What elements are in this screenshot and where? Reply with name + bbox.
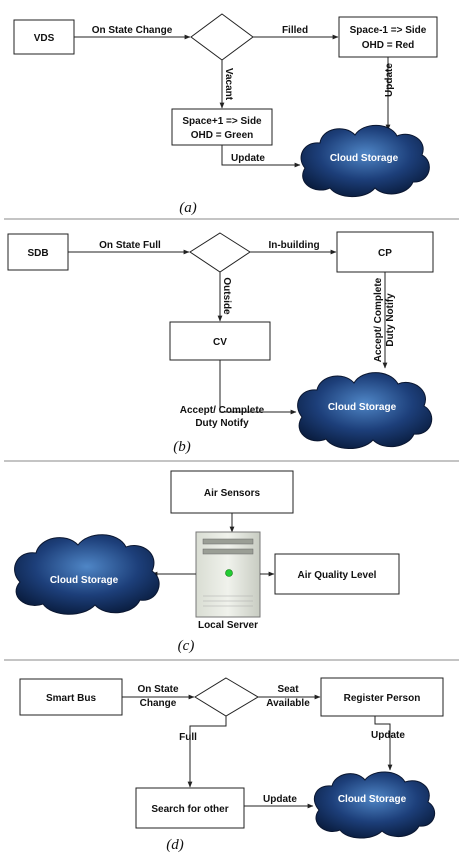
update-bottom-label-d: Update [263,794,297,805]
search-other-box [135,787,245,829]
panel-a: VDS On State Change Filled Space-1 => Si… [13,13,438,216]
panel-b: SDB On State Full In-building CP Outside… [7,231,434,455]
panel-d: Smart Bus On State Change Seat Available… [19,677,444,853]
local-server-icon [195,531,261,618]
on-state-line2: Change [140,698,177,709]
filled-box-line1: Space-1 => Side [350,25,427,36]
filled-label: Filled [282,25,308,36]
cp-box [336,231,434,273]
air-quality-label: Air Quality Level [298,570,377,581]
smart-bus-label: Smart Bus [46,693,96,704]
cloud-storage-c: Cloud Storage [14,534,160,615]
cv-label: CV [213,337,227,348]
cloud-label-a: Cloud Storage [330,153,399,164]
cv-notify-line2: Duty Notify [195,418,249,429]
on-state-full-label: On State Full [99,240,161,251]
arrow-update-bottom-a [221,145,301,168]
air-sensors-label: Air Sensors [204,488,261,499]
vacant-box-line1: Space+1 => Side [182,116,262,127]
decision-diamond-a [190,13,254,61]
in-building-label: In-building [268,240,319,251]
cloud-label-c: Cloud Storage [50,575,119,586]
register-person-box [320,677,444,717]
cloud-label-b: Cloud Storage [328,402,397,413]
on-state-line1: On State [137,684,179,695]
outside-label: Outside [221,277,232,315]
filled-box-line2: OHD = Red [362,40,415,51]
arrow-cv-to-cloud [219,360,297,415]
arrow-update-right-d [374,716,393,771]
cloud-storage-d: Cloud Storage [314,771,436,839]
search-other-label: Search for other [151,804,228,815]
vds-label: VDS [34,33,55,44]
caption-c: (c) [178,638,195,654]
filled-result-box [338,16,438,58]
vacant-result-box [171,108,273,146]
sdb-label: SDB [27,248,48,259]
smart-bus-box [19,678,123,716]
caption-b: (b) [173,439,191,455]
seat-line1: Seat [277,684,299,695]
update-right-label-a: Update [384,63,395,97]
caption-d: (d) [166,837,184,853]
cp-label: CP [378,248,392,259]
on-state-change-label: On State Change [92,25,173,36]
cloud-label-d: Cloud Storage [338,794,407,805]
cp-notify-line1: Accept/ Complete [373,277,384,362]
register-person-label: Register Person [344,693,421,704]
arrow-full [187,716,227,788]
caption-a: (a) [179,200,197,216]
decision-diamond-d [194,677,259,717]
decision-diamond-b [189,232,251,273]
air-quality-box [274,553,400,595]
full-label: Full [179,732,197,743]
update-bottom-label-a: Update [231,153,265,164]
cloud-storage-a: Cloud Storage [300,124,430,198]
vds-box [13,19,75,55]
seat-line2: Available [266,698,310,709]
cv-notify-line1: Accept/ Complete [180,405,265,416]
vacant-box-line2: OHD = Green [191,130,254,141]
update-right-label-d: Update [371,730,405,741]
local-server-label: Local Server [198,620,258,631]
vacant-label: Vacant [223,68,234,101]
panel-c: Air Sensors Local Server Air Quality Lev… [14,470,400,654]
cloud-storage-b: Cloud Storage [297,372,433,449]
cp-notify-line2: Duty Notify [385,293,396,347]
